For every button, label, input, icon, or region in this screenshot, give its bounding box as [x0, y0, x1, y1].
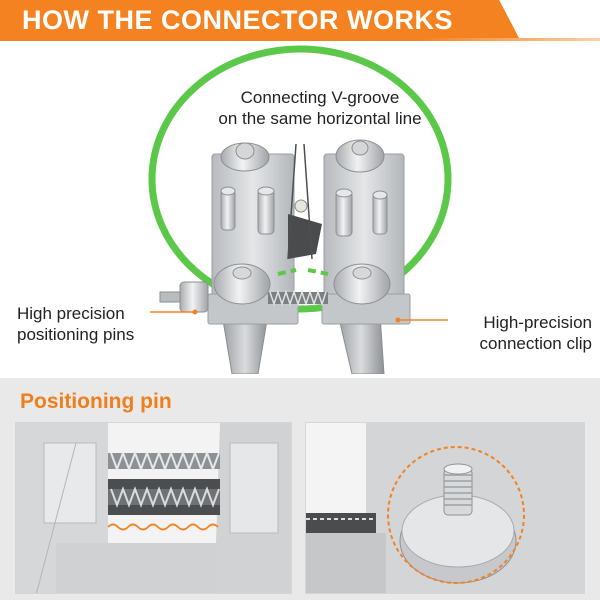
positioning-pins-callout: High precision positioning pins	[17, 303, 187, 345]
connection-clip-callout-line2: connection clip	[479, 334, 592, 353]
left-mid-pin-a	[220, 186, 236, 231]
closeup-spring-lower	[108, 486, 220, 508]
screw-closeup-drawing	[306, 423, 584, 593]
fiber-ring	[148, 45, 452, 313]
header-underline	[0, 38, 600, 41]
connector-illustration: Connecting V-groove on the same horizont…	[0, 44, 600, 375]
closeup-spring-upper	[108, 450, 220, 472]
left-top-knob	[220, 142, 270, 172]
right-top-knob	[335, 139, 385, 173]
spring-closeup-drawing	[16, 423, 291, 593]
hinge-plate	[288, 214, 322, 259]
v-groove-guide-right	[303, 143, 313, 260]
connector-drawing	[148, 45, 452, 375]
v-groove-callout: Connecting V-groove on the same horizont…	[190, 87, 450, 129]
positioning-pin-section: Positioning pin	[0, 378, 600, 600]
wave-indicator	[107, 523, 219, 531]
connection-clip-callout: High-precision connection clip	[452, 312, 592, 354]
fiber-groove-left	[277, 268, 297, 276]
page-title: HOW THE CONNECTOR WORKS	[22, 5, 453, 35]
center-ball	[294, 199, 308, 213]
clip-leader	[395, 317, 448, 323]
right-bottom-knob	[333, 263, 391, 305]
highlight-circle	[387, 446, 525, 584]
connection-clip-callout-line1: High-precision	[483, 313, 592, 332]
header-orange-shape	[0, 0, 520, 40]
pins-leader	[150, 309, 198, 315]
screw-knob	[399, 463, 517, 584]
spring	[268, 289, 328, 307]
right-mid-pin-b	[372, 190, 388, 235]
left-mid-pin-b	[257, 186, 275, 235]
positioning-pins-callout-line2: positioning pins	[17, 325, 135, 344]
section-title: Positioning pin	[20, 390, 172, 413]
v-groove-guide-left	[287, 143, 297, 260]
screw-closeup-panel	[305, 422, 585, 594]
right-mid-pin-a	[335, 188, 353, 237]
closeup-base	[56, 543, 216, 593]
v-groove-callout-line2: on the same horizontal line	[218, 109, 422, 128]
positioning-pins-callout-line1: High precision	[17, 304, 125, 323]
spring-closeup-panel	[15, 422, 292, 594]
fiber-groove-right	[307, 268, 329, 276]
left-bottom-knob	[213, 263, 271, 305]
header-banner: HOW THE CONNECTOR WORKS	[0, 0, 600, 44]
v-groove-callout-line1: Connecting V-groove	[240, 88, 400, 107]
